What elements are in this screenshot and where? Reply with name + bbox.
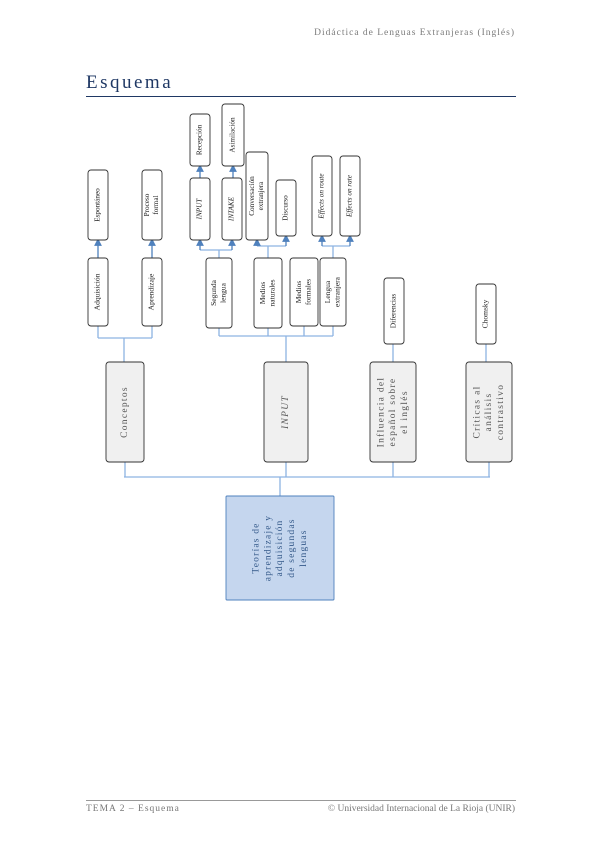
- root-box-shape: [225, 495, 335, 601]
- node-segunda-lengua-shape: [205, 257, 233, 329]
- running-header: Didáctica de Lenguas Extranjeras (Inglés…: [314, 28, 515, 38]
- node-discurso-shape: [275, 179, 297, 237]
- title-rule: [86, 96, 516, 97]
- branch-criticas-shape: [465, 361, 513, 463]
- node-adquisicion-shape: [87, 257, 109, 327]
- branch-influencia-shape: [369, 361, 417, 463]
- root-box-label: adquisición: [275, 520, 285, 577]
- node-espontaneo: Espontáneo: [87, 169, 109, 241]
- branch-influencia-label: Influencia del: [375, 377, 386, 448]
- branch-input-shape: [263, 361, 309, 463]
- node-proceso-formal-shape: [141, 169, 163, 241]
- node-aprendizaje-label: Aprendizaje: [147, 273, 156, 310]
- node-adquisicion-label: Adquisición: [93, 273, 102, 310]
- footer-left: TEMA 2 – Esquema: [86, 804, 180, 814]
- node-proceso-formal-label: formal: [152, 195, 160, 214]
- node-input-small: INPUT: [189, 177, 211, 241]
- node-conversacion-label: Conversación: [248, 176, 256, 216]
- footer-rule: [86, 800, 516, 801]
- node-conversacion-label: extranjera: [257, 181, 265, 211]
- root-box-label: Teorías de: [251, 522, 261, 573]
- branch-criticas-label: análisis: [484, 393, 494, 432]
- node-medios-naturales-shape: [253, 257, 283, 329]
- node-medios-naturales-label: Medios: [258, 282, 267, 305]
- branch-criticas-label: Críticas al: [472, 385, 482, 438]
- node-discurso-label: Discurso: [282, 195, 290, 221]
- node-effects-rate-label: Effects on rate: [346, 174, 354, 218]
- node-diferencias-label: Diferencias: [389, 294, 398, 329]
- root-box-label: de segundas: [287, 518, 297, 577]
- node-discurso: Discurso: [275, 179, 297, 237]
- node-aprendizaje: Aprendizaje: [141, 257, 163, 327]
- branch-criticas-label: contrastivo: [496, 384, 506, 441]
- branch-input-label: INPUT: [281, 395, 291, 430]
- node-input-small-label: INPUT: [196, 198, 204, 221]
- node-intake-shape: [221, 177, 243, 241]
- node-chomsky: Chomsky: [475, 283, 497, 345]
- node-effects-rate: Effects on rate: [339, 155, 361, 237]
- node-medios-formales-label: formales: [303, 279, 312, 305]
- node-segunda-lengua-label: Segunda: [209, 279, 218, 306]
- node-effects-rate-shape: [339, 155, 361, 237]
- node-asimilacion-label: Asimilación: [229, 117, 237, 153]
- page-title: Esquema: [86, 72, 174, 93]
- node-lengua-extranjera-label: extranjera: [332, 276, 341, 307]
- node-espontaneo-shape: [87, 169, 109, 241]
- node-lengua-extranjera-shape: [319, 257, 347, 327]
- footer-right: © Universidad Internacional de La Rioja …: [327, 804, 515, 814]
- node-proceso-formal-label: Proceso: [143, 193, 151, 216]
- node-aprendizaje-shape: [141, 257, 163, 327]
- node-asimilacion-shape: [221, 103, 245, 167]
- node-espontaneo-label: Espontáneo: [94, 188, 102, 222]
- branch-conceptos: Conceptos: [105, 361, 145, 463]
- branch-influencia-label: el inglés: [400, 390, 410, 434]
- node-intake: INTAKE: [221, 177, 243, 241]
- node-recepcion-shape: [189, 113, 211, 167]
- node-chomsky-label: Chomsky: [481, 299, 490, 328]
- node-effects-route-shape: [311, 155, 333, 237]
- root-box-label: lenguas: [299, 529, 309, 566]
- branch-input: INPUT: [263, 361, 309, 463]
- node-lengua-extranjera-label: Lengua: [323, 280, 332, 303]
- node-recepcion: Recepción: [189, 113, 211, 167]
- root-box-label: aprendizaje y: [263, 515, 273, 582]
- node-medios-formales-shape: [289, 257, 319, 327]
- node-input-small-shape: [189, 177, 211, 241]
- node-effects-route: Effects on route: [311, 155, 333, 237]
- node-medios-formales-label: Medios: [294, 281, 303, 304]
- node-adquisicion: Adquisición: [87, 257, 109, 327]
- node-recepcion-label: Recepción: [196, 124, 204, 155]
- node-medios-naturales-label: naturales: [267, 279, 276, 306]
- node-conversacion-shape: [245, 151, 269, 241]
- branch-conceptos-label: Conceptos: [120, 386, 130, 438]
- node-diferencias-shape: [383, 277, 405, 345]
- node-chomsky-shape: [475, 283, 497, 345]
- branch-influencia-label: español sobre: [388, 378, 398, 447]
- node-asimilacion: Asimilación: [221, 103, 245, 167]
- node-effects-route-label: Effects on route: [318, 173, 326, 220]
- branch-conceptos-shape: [105, 361, 145, 463]
- node-segunda-lengua-label: lengua: [218, 282, 227, 303]
- node-intake-label: INTAKE: [228, 196, 236, 222]
- node-diferencias: Diferencias: [383, 277, 405, 345]
